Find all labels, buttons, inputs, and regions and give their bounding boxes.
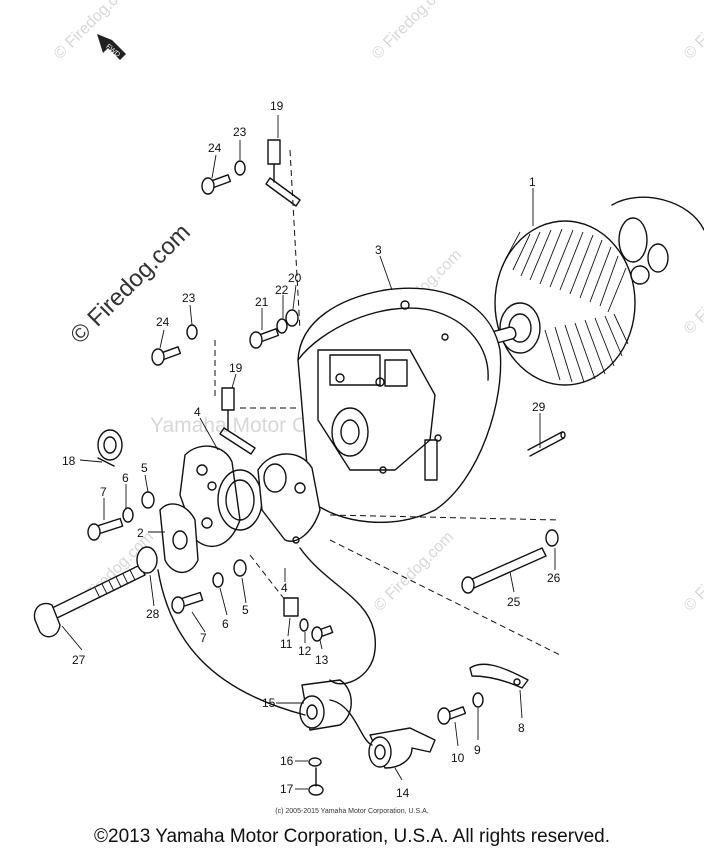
callout-6-upper: 6 xyxy=(122,471,129,485)
washer-6-lower xyxy=(212,572,224,588)
callout-12: 12 xyxy=(298,644,312,658)
washer-16 xyxy=(308,757,322,767)
callout-29: 29 xyxy=(532,400,546,414)
callout-2: 2 xyxy=(137,526,144,540)
watermark-low-center: © Firedog.com xyxy=(371,528,457,614)
screw-24-upper xyxy=(201,174,232,195)
callout-20: 20 xyxy=(288,271,302,285)
callout-11: 11 xyxy=(280,637,293,651)
callout-9: 9 xyxy=(474,743,481,757)
watermark-top-right: © Firedog.com xyxy=(681,0,704,63)
bolt-25 xyxy=(461,547,547,594)
screw-21 xyxy=(249,328,280,349)
callout-7-lower: 7 xyxy=(200,631,207,645)
lead-clamp-middle xyxy=(219,387,256,455)
small-credit: (c) 2005-2015 Yamaha Motor Corporation, … xyxy=(275,808,429,815)
callout-19-middle: 19 xyxy=(229,361,243,375)
callout-4-lower: 4 xyxy=(281,581,288,595)
callout-26: 26 xyxy=(547,571,561,585)
callout-10: 10 xyxy=(451,751,465,765)
callout-27: 27 xyxy=(72,653,86,667)
firedog-watermark: © Firedog.com xyxy=(65,219,196,350)
callout-5-upper: 5 xyxy=(141,461,148,475)
callout-6-lower: 6 xyxy=(222,617,229,631)
callout-1: 1 xyxy=(529,175,536,189)
watermark-mid-right: © Firedog.com xyxy=(681,251,704,337)
callout-22: 22 xyxy=(275,283,289,297)
washer-23-upper xyxy=(234,160,246,176)
callout-23-upper: 23 xyxy=(233,125,247,139)
stator-housing xyxy=(297,287,502,524)
bracket-8 xyxy=(469,663,529,689)
callout-25: 25 xyxy=(507,595,521,609)
screw-13 xyxy=(311,625,334,642)
leader-lines xyxy=(61,115,556,790)
callout-18: 18 xyxy=(62,454,76,468)
callout-15: 15 xyxy=(262,696,276,710)
engine-cover-edge xyxy=(611,196,704,285)
lead-clamp-upper xyxy=(265,139,301,207)
callout-19-upper: 19 xyxy=(270,99,284,113)
rotor xyxy=(485,220,636,386)
callout-8: 8 xyxy=(518,721,525,735)
callout-23-middle: 23 xyxy=(182,291,196,305)
cam-felt xyxy=(97,429,123,467)
copyright-notice: ©2013 Yamaha Motor Corporation, U.S.A. A… xyxy=(94,826,610,847)
callout-21: 21 xyxy=(255,295,269,309)
spring-11 xyxy=(283,597,299,617)
washer-23-middle xyxy=(186,324,198,340)
callout-4-upper: 4 xyxy=(194,405,201,419)
lead-wires xyxy=(157,547,376,746)
watermark-low-right: © Firedog.com xyxy=(681,528,704,614)
screw-17 xyxy=(308,767,324,796)
callout-28: 28 xyxy=(146,607,160,621)
callout-7-upper: 7 xyxy=(100,485,107,499)
washer-12 xyxy=(299,618,309,632)
condenser-15 xyxy=(299,679,352,731)
screw-7-lower xyxy=(171,591,204,614)
callout-13: 13 xyxy=(315,653,329,667)
breaker-plate-right xyxy=(257,453,321,544)
callout-16: 16 xyxy=(280,754,294,768)
screw-24-middle xyxy=(151,346,182,366)
long-bolt xyxy=(33,564,146,638)
alignment-lines xyxy=(214,149,561,656)
screw-7-upper xyxy=(87,517,124,541)
washer-20 xyxy=(285,309,299,327)
callout-5-lower: 5 xyxy=(242,603,249,617)
callout-3: 3 xyxy=(375,243,382,257)
front-arrow-icon: FWD xyxy=(97,34,126,60)
washer-28 xyxy=(136,546,158,574)
washer-6-upper xyxy=(122,507,134,523)
dowel-pin xyxy=(527,431,566,457)
washer-5-upper xyxy=(141,491,155,509)
mounting-plate xyxy=(159,503,199,574)
callout-24-upper: 24 xyxy=(208,141,222,155)
washer-22 xyxy=(276,318,288,334)
washer-26 xyxy=(545,529,559,547)
washer-9 xyxy=(472,692,484,708)
washer-5-lower xyxy=(233,559,247,577)
watermark-top-center: © Firedog.com xyxy=(369,0,455,63)
condenser-14 xyxy=(368,727,436,769)
callout-14: 14 xyxy=(396,786,410,800)
callout-17: 17 xyxy=(280,782,294,796)
callouts: 1 3 19 23 24 23 24 21 22 20 19 29 4 18 5… xyxy=(62,99,561,800)
screw-10 xyxy=(437,706,467,725)
callout-24-middle: 24 xyxy=(156,315,170,329)
